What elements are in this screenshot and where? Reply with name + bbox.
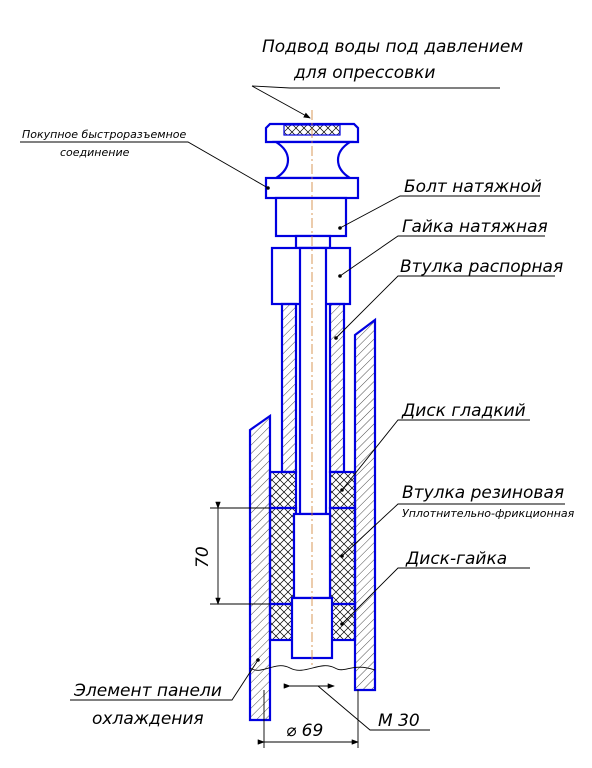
panel-tube-left-wall: [248, 413, 272, 722]
label-quick-connect-1: Покупное быстроразъемное: [22, 128, 187, 141]
bolt-neck: [294, 234, 332, 250]
dim-text-m30: М 30: [378, 711, 420, 731]
label-water-supply-1: Подвод воды под давлением: [262, 37, 523, 57]
label-water-supply-2: для опрессовки: [293, 63, 435, 83]
label-panel-element-1: Элемент панели: [73, 681, 222, 701]
panel-tube-right-wall: [353, 317, 377, 692]
dimension-69: [257, 690, 359, 748]
label-rubber-sleeve: Втулка резиновая: [402, 483, 564, 503]
smooth-disk: [268, 470, 357, 510]
tension-bolt-head: [274, 196, 348, 238]
dimension-70: [210, 501, 270, 605]
label-tension-nut: Гайка натяжная: [402, 217, 548, 237]
dim-text-69: ⌀ 69: [286, 721, 323, 741]
dim-text-70: 70: [193, 546, 213, 568]
label-tension-bolt: Болт натяжной: [404, 177, 542, 197]
label-rubber-sleeve-note: Уплотнительно-фрикционная: [402, 507, 575, 520]
leaders: [20, 85, 565, 701]
label-quick-connect-2: соединение: [60, 146, 130, 159]
label-disk-nut: Диск-гайка: [405, 549, 507, 569]
dimension-m30: [283, 683, 430, 731]
label-panel-element-2: охлаждения: [92, 709, 204, 729]
label-spacer-sleeve: Втулка распорная: [400, 257, 563, 277]
label-smooth-disk: Диск гладкий: [401, 401, 526, 421]
break-line: [249, 665, 376, 671]
